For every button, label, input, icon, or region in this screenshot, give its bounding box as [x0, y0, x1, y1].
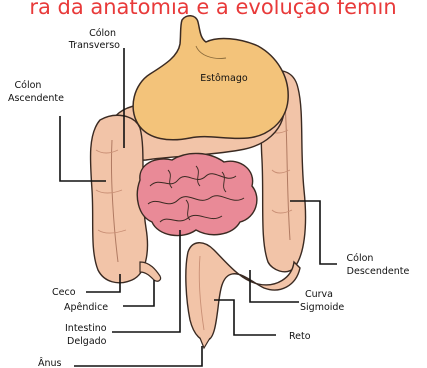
leader-reto	[214, 300, 276, 335]
leader-anus	[74, 346, 202, 366]
label-colon-ascendente-2: Ascendente	[8, 93, 64, 104]
stomach-label: Estômago	[200, 73, 248, 84]
leader-apendice	[123, 280, 154, 306]
label-intestino-delgado-1: Intestino	[65, 323, 107, 334]
label-curva-sigmoide-2: Sigmoide	[300, 302, 344, 313]
small-intestine	[137, 153, 257, 235]
appendix	[140, 262, 161, 281]
label-colon-descendente-2: Descendente	[347, 266, 410, 277]
caption-banner: ra da anatomia e a evolução femin	[29, 0, 396, 19]
label-colon-transverso-2: Transverso	[68, 40, 120, 51]
label-ceco: Ceco	[52, 287, 76, 298]
label-reto: Reto	[289, 331, 311, 342]
label-curva-sigmoide-1: Curva	[305, 289, 333, 300]
stomach: Estômago	[133, 16, 288, 140]
label-colon-descendente-1: Cólon	[347, 253, 374, 264]
label-colon-ascendente-1: Cólon	[15, 80, 42, 91]
label-colon-transverso-1: Cólon	[89, 28, 116, 39]
label-intestino-delgado-2: Delgado	[67, 336, 107, 347]
label-anus: Ânus	[38, 357, 62, 368]
label-apendice: Apêndice	[64, 302, 108, 313]
